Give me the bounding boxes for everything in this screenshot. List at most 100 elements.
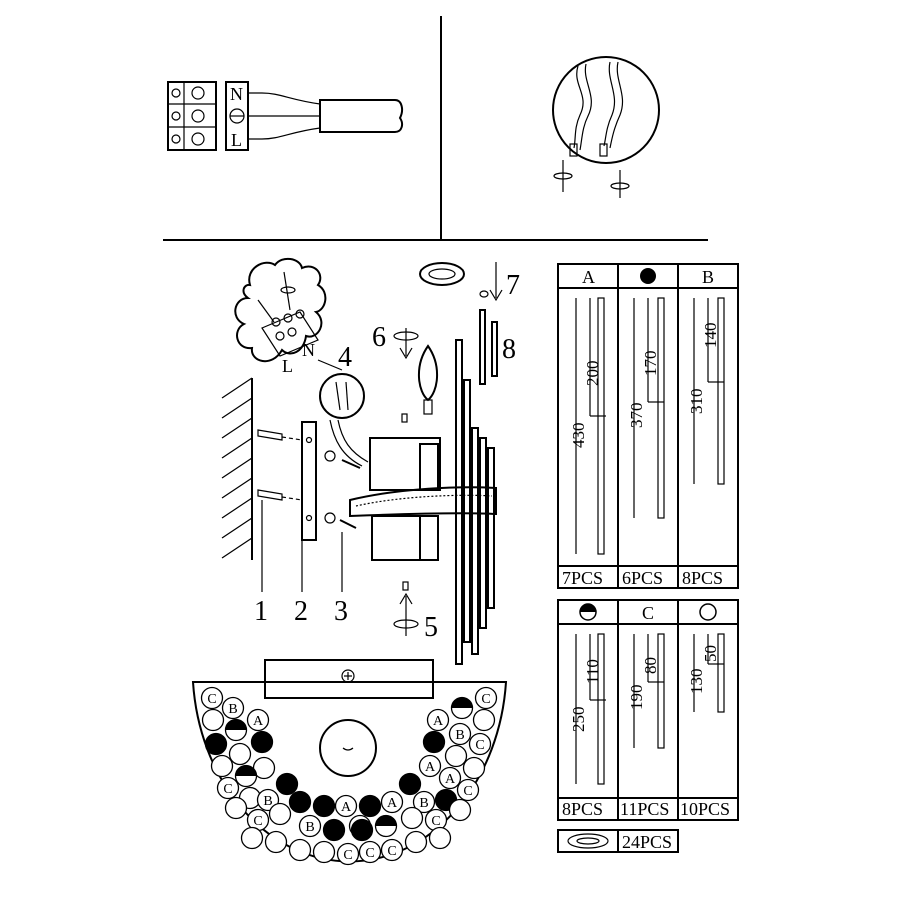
- crystal-circle-label: C: [365, 846, 374, 861]
- crystal-circle: [240, 826, 264, 850]
- crystal-circle-label: C: [431, 814, 440, 829]
- callout-3: 3: [334, 596, 348, 627]
- filled-crystal-circle: [350, 818, 374, 842]
- crystal-circle-label: B: [455, 728, 464, 743]
- crystal-circle-label: B: [263, 794, 272, 809]
- qty-ring: 24PCS: [622, 832, 672, 852]
- rod-filled-figure: [633, 297, 665, 519]
- crystal-circle: [200, 686, 224, 710]
- wire-bubble: [319, 373, 369, 467]
- crystal-circle-label: C: [387, 844, 396, 859]
- crystal-rods-assembly: [455, 339, 495, 665]
- terminal-inset-cloud: N L: [234, 257, 327, 376]
- header-c: C: [642, 603, 654, 623]
- fixture-body: [349, 437, 497, 561]
- filled-crystal-circle: [422, 730, 446, 754]
- crystal-circle: [228, 742, 252, 766]
- half-filled-circle-icon: [579, 603, 597, 621]
- crystal-circle-label: B: [228, 702, 237, 717]
- leader-lines: [261, 359, 343, 592]
- inset-label-n: N: [302, 340, 315, 360]
- filled-crystal-circle: [250, 730, 274, 754]
- crystal-circle: [298, 814, 322, 838]
- crystal-circle: [380, 790, 404, 814]
- wire-detail-figure: [552, 56, 660, 198]
- half-fill: [375, 815, 397, 826]
- crystal-circle: [288, 838, 312, 862]
- dim-open-total: 130: [687, 669, 706, 695]
- dim-a-total: 430: [569, 423, 588, 449]
- crystal-circle: [246, 708, 270, 732]
- wall-hatch: [221, 377, 253, 560]
- crystal-circle: [216, 776, 240, 800]
- header-b: B: [702, 267, 714, 287]
- qty-b: 8PCS: [682, 568, 723, 588]
- crystal-circle-label: C: [343, 848, 352, 863]
- arrows: [393, 262, 503, 636]
- wall-anchors: [257, 429, 303, 501]
- crystal-circle: [444, 744, 468, 768]
- crystal-circle: [210, 754, 234, 778]
- crystal-circle-label: A: [387, 796, 398, 811]
- terminal-label-l: L: [231, 130, 242, 150]
- filled-crystal-circle: [275, 772, 299, 796]
- crystal-circle: [400, 806, 424, 830]
- parts-table: [557, 263, 739, 853]
- dim-b-total: 310: [687, 389, 706, 415]
- dim-half-inner: 110: [583, 659, 602, 684]
- crystal-circle-label: A: [341, 800, 352, 815]
- callout-6: 6: [372, 322, 386, 353]
- qty-open: 10PCS: [680, 799, 730, 819]
- crystal-circle: [412, 790, 436, 814]
- screw-icon: [191, 86, 205, 100]
- crystal-circle: [428, 826, 452, 850]
- dim-filled-total: 370: [627, 403, 646, 429]
- crystal-circle: [468, 732, 492, 756]
- inset-label-l: L: [282, 356, 293, 376]
- crystal-circle-label: A: [445, 772, 456, 787]
- crystal-circle: [358, 840, 382, 864]
- crystal-circle: [404, 830, 428, 854]
- callout-4: 4: [338, 342, 352, 373]
- filled-crystal-circle: [204, 732, 228, 756]
- crystal-circle: [221, 696, 245, 720]
- dim-b-inner: 140: [701, 323, 720, 349]
- callout-1: 1: [254, 596, 268, 627]
- crystal-circle: [462, 756, 486, 780]
- callout-7: 7: [506, 270, 520, 301]
- rod-half-figure: [575, 633, 606, 785]
- header-a: A: [582, 267, 595, 287]
- filled-crystal-circle: [312, 794, 336, 818]
- crystal-circle: [268, 802, 292, 826]
- crystal-circle: [201, 708, 225, 732]
- rod-c-figure: [633, 633, 665, 749]
- crystal-circle: [438, 766, 462, 790]
- screw-icon: [191, 109, 205, 123]
- crystal-circle-label: B: [419, 796, 428, 811]
- crystal-circle: [224, 796, 248, 820]
- ring-glass-figure: [419, 262, 489, 298]
- crystal-circle: [418, 754, 442, 778]
- candle-bulb: [418, 344, 438, 415]
- rod-7-8-figure: [479, 309, 498, 385]
- crystal-circle-label: C: [463, 784, 472, 799]
- crystal-circle: [312, 840, 336, 864]
- crystal-circle: [456, 778, 480, 802]
- rod-b-figure: [693, 297, 725, 485]
- crystal-circle: [336, 842, 360, 866]
- callout-5: 5: [424, 612, 438, 643]
- half-fill: [225, 719, 247, 730]
- callout-8: 8: [502, 334, 516, 365]
- small-screw-icon: [401, 413, 408, 423]
- filled-crystal-circle: [358, 794, 382, 818]
- wiring-connector-figure: N L: [167, 81, 404, 151]
- crystal-circle: [264, 830, 288, 854]
- crystal-circle-label: A: [433, 714, 444, 729]
- qty-a: 7PCS: [562, 568, 603, 588]
- rod-a-figure: [575, 297, 606, 555]
- filled-crystal-circle: [398, 772, 422, 796]
- mounting-screws: [324, 450, 361, 529]
- crystal-circle: [426, 708, 450, 732]
- crystal-circle-label: C: [481, 692, 490, 707]
